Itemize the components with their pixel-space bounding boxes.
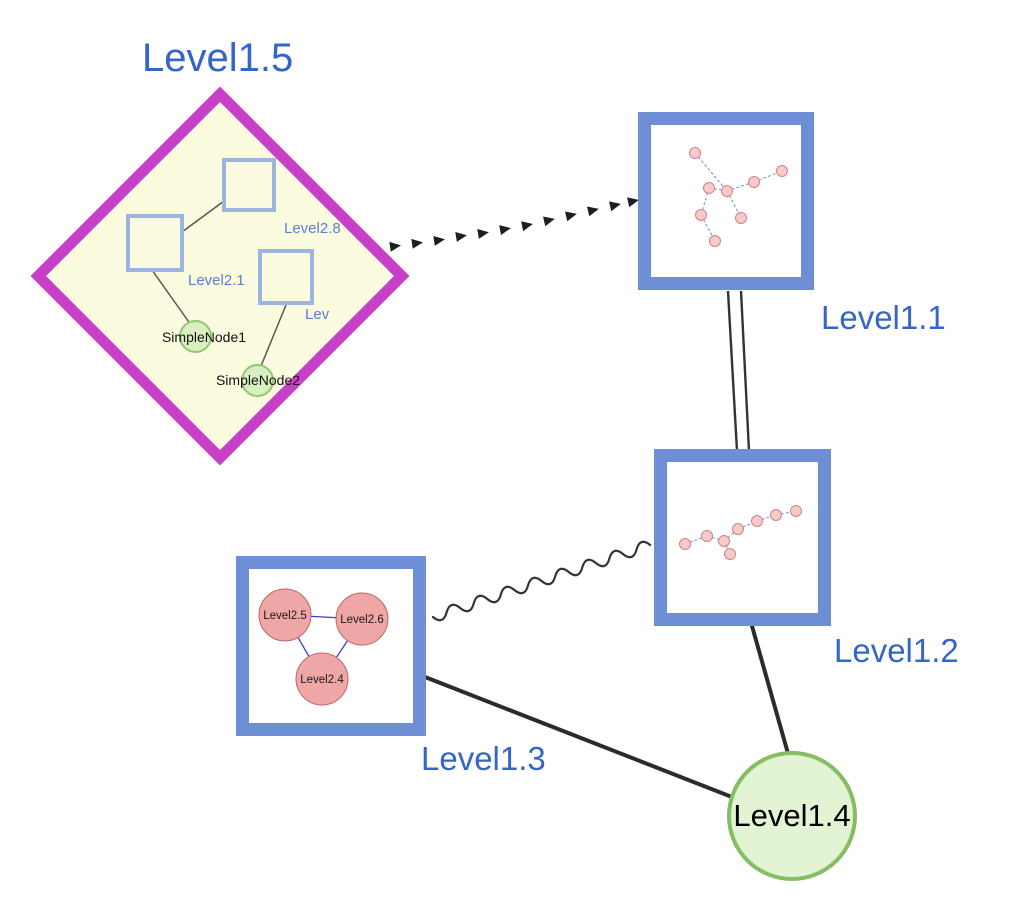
- level11-subgraph: [689, 147, 788, 247]
- mini-node[interactable]: [724, 548, 736, 560]
- edge-lev-simplenode2: [260, 304, 287, 367]
- label-level14: Level1.4: [733, 798, 851, 833]
- edge-level12-level14: [750, 624, 791, 759]
- mini-node[interactable]: [689, 147, 701, 159]
- node-level24[interactable]: [295, 652, 349, 706]
- label-simplenode1: SimpleNode1: [161, 329, 247, 345]
- label-level11: Level1.1: [821, 299, 946, 336]
- mini-node[interactable]: [735, 212, 747, 224]
- label-level21: Level2.1: [188, 272, 245, 289]
- edge-level21-simplenode1: [151, 269, 192, 326]
- edge-level21-level28: [181, 200, 225, 233]
- node-lev-square[interactable]: [258, 249, 314, 305]
- label-level15: Level1.5: [142, 36, 294, 80]
- mini-node[interactable]: [703, 182, 715, 194]
- mini-edge: [694, 152, 728, 192]
- level13-subgraph: Level2.5 Level2.6 Level2.4: [258, 588, 389, 706]
- edge-level13-level14: [423, 675, 739, 801]
- node-level13-box[interactable]: Level2.5 Level2.6 Level2.4: [236, 556, 426, 736]
- mini-node[interactable]: [709, 235, 721, 247]
- node-level11-box[interactable]: [638, 112, 814, 290]
- mini-node[interactable]: [748, 176, 760, 188]
- mini-node[interactable]: [701, 530, 713, 542]
- mini-node[interactable]: [770, 509, 782, 521]
- edge-level11-level12-line-2: [739, 290, 751, 452]
- mini-node[interactable]: [718, 535, 730, 547]
- mini-node[interactable]: [732, 523, 744, 535]
- label-level25: Level2.5: [263, 610, 306, 622]
- mini-edge: [684, 535, 708, 545]
- mini-node[interactable]: [679, 538, 691, 550]
- node-simplenode1[interactable]: [179, 320, 212, 353]
- mini-node[interactable]: [721, 185, 733, 197]
- label-level26: Level2.6: [340, 614, 383, 626]
- node-simplenode2[interactable]: [241, 364, 274, 397]
- mini-node[interactable]: [695, 209, 707, 221]
- node-level26[interactable]: [335, 592, 389, 646]
- edge-level15-level11-dashed-arrow: [389, 197, 639, 252]
- node-level28-square[interactable]: [222, 158, 276, 212]
- label-simplenode2: SimpleNode2: [215, 372, 301, 388]
- level12-subgraph: [679, 505, 802, 560]
- node-level25[interactable]: [258, 588, 312, 642]
- edge-level11-level12-line-1: [726, 290, 739, 452]
- label-level24: Level2.4: [300, 674, 344, 686]
- label-level28: Level2.8: [284, 220, 341, 237]
- node-level21-square[interactable]: [126, 214, 184, 272]
- label-lev: Lev: [305, 306, 330, 323]
- node-level14-circle[interactable]: Level1.4: [727, 751, 857, 881]
- mini-node[interactable]: [776, 165, 788, 177]
- label-level13: Level1.3: [421, 740, 546, 777]
- label-level12: Level1.2: [834, 632, 959, 669]
- mini-node[interactable]: [751, 515, 763, 527]
- node-level12-box[interactable]: [654, 449, 831, 626]
- edge-level13-level12-wavy: [431, 540, 652, 622]
- mini-node[interactable]: [790, 505, 802, 517]
